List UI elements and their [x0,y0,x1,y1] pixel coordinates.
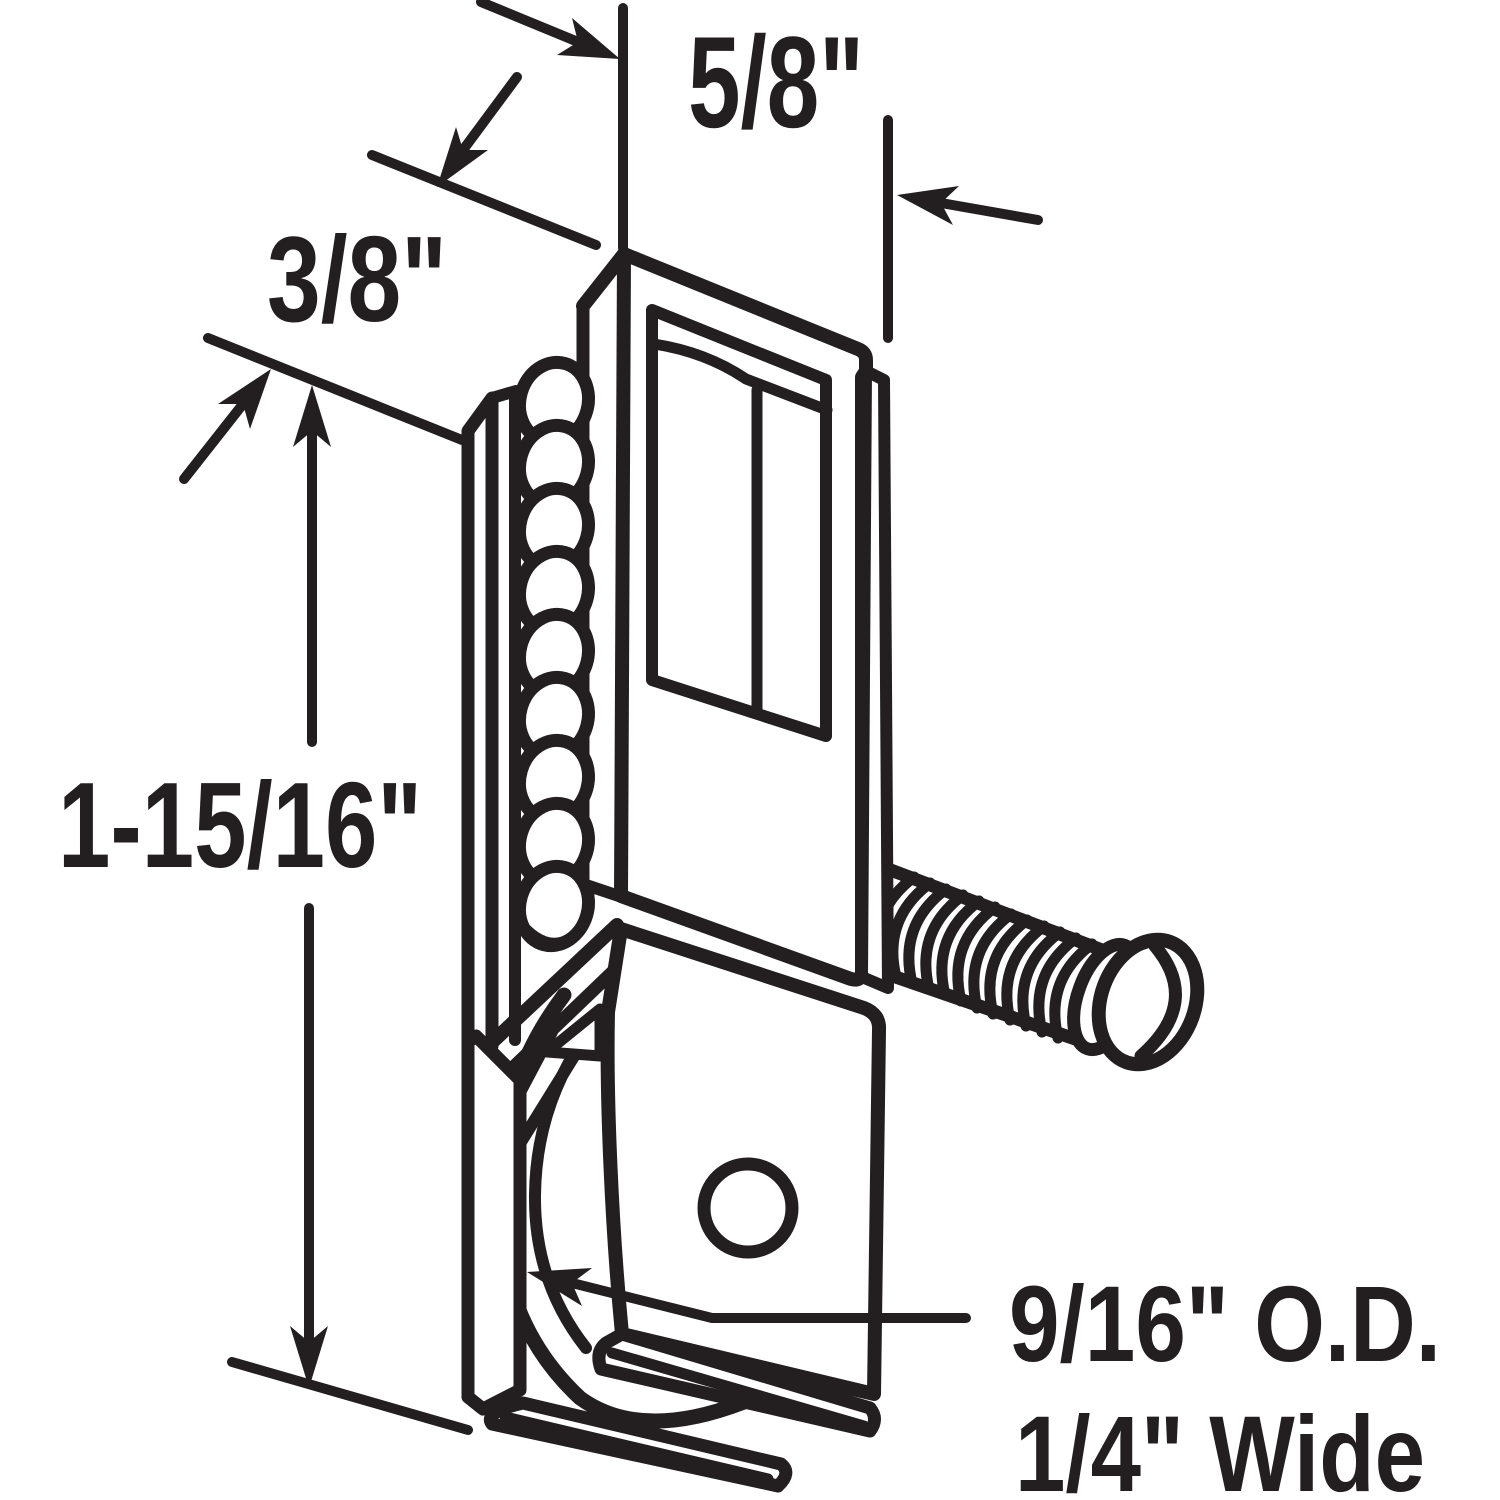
extension-line [203,333,467,445]
thread-arc [1033,932,1082,1038]
leader-line [567,1278,971,1323]
arrow-shaft [179,399,248,484]
tension-spring [511,355,595,953]
arrowhead-icon [290,1326,328,1388]
gusset-notch [541,1003,606,1062]
dimension-label-wheel-diameter: 9/16" O.D. [1009,1263,1441,1384]
dimension-1-15-16 [227,385,473,1435]
arrow-shaft [476,0,588,49]
dimension-5-8 [476,0,1043,343]
extension-line [227,1357,473,1435]
arrowhead-icon [437,127,488,187]
rail-feet [484,1327,881,1493]
arrowhead-icon [897,186,959,225]
upper-housing-side [856,365,894,994]
thread-arc [1001,920,1050,1026]
extension-line [367,150,601,250]
arrow-shaft [458,72,522,155]
roller-assembly-drawing [461,247,1205,1493]
thread-arc [920,889,969,995]
dimension-annotations [179,0,1043,1435]
dimension-label-top-depth: 3/8" [267,211,447,347]
left-foot-edge [499,1411,774,1485]
leader-9-16 [527,1268,971,1323]
arrowhead-icon [293,385,331,447]
dimension-label-overall-height: 1-15/16" [58,757,422,893]
thread-arc [1017,926,1066,1032]
arrowhead-icon [218,369,271,429]
axle-hole [697,1157,799,1259]
arrowhead-icon [527,1268,592,1306]
lower-wall [461,1029,527,1416]
thread-arc [903,883,952,989]
spring-end-tail [511,914,572,950]
dimension-3-8 [179,72,601,484]
thread-arc [968,908,1017,1014]
dimension-label-wheel-width: 1/4" Wide [1015,1393,1425,1500]
panel-arch [648,338,833,416]
thread-arc [1049,938,1098,1044]
arrow-shaft [936,198,1043,225]
front-panel [646,304,833,742]
dimension-label-top-width: 5/8" [688,9,864,155]
thread-arc [936,895,985,1001]
mounting-flange [461,391,499,1053]
panel-outline [646,304,832,742]
screw-head-face [1134,939,1182,1063]
thread-arc [984,914,1033,1020]
gusset-edge [463,918,624,1070]
thread-arc [952,901,1001,1007]
right-foot-edge [606,1347,870,1432]
flange-top-bevel [486,385,522,404]
arrowhead-icon [557,18,620,59]
adjustment-screw [871,862,1205,1072]
